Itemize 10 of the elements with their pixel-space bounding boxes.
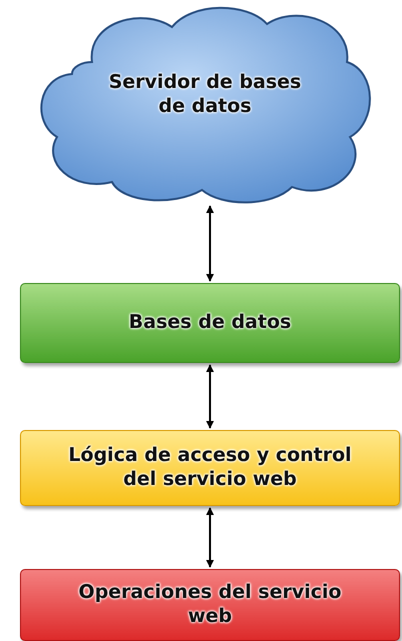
process-box — [20, 283, 400, 363]
process-box — [20, 569, 400, 641]
process-box — [20, 430, 400, 506]
box-label: Servidor de bases de datos — [108, 70, 302, 118]
box-label: Bases de datos — [128, 311, 292, 335]
double-arrow — [206, 507, 214, 568]
double-arrow — [206, 364, 214, 429]
double-arrow — [206, 205, 214, 282]
box-label: Operaciones del servicio web — [78, 581, 342, 629]
box-label: Lógica de acceso y control del servicio web — [67, 444, 353, 492]
